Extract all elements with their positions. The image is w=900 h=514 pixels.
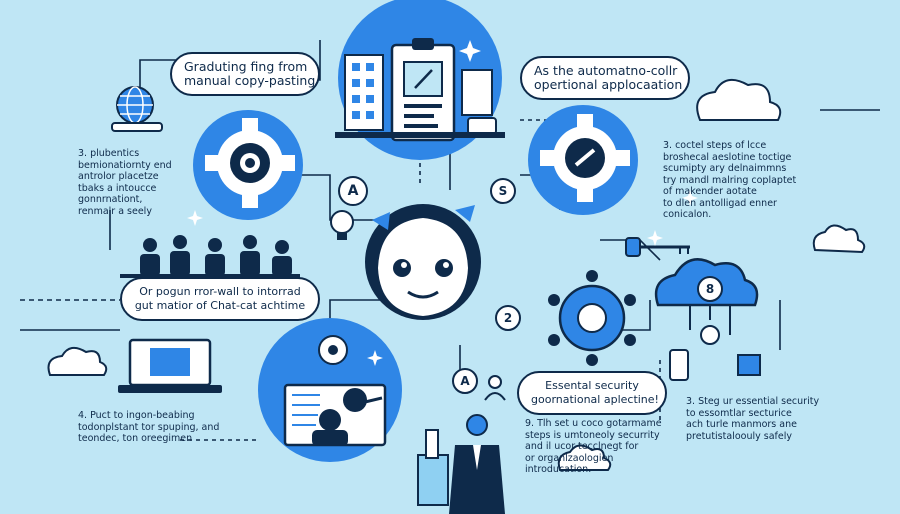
key-icon	[625, 237, 690, 257]
note-line: ach turle manmors ane	[686, 419, 797, 430]
robot-face-illustration	[365, 204, 481, 320]
number-badge-two: 2	[495, 305, 521, 331]
pill-operational-application: As the automatno-collr opertional apploc…	[520, 56, 690, 100]
note-line: 3. Steg ur essential security	[686, 396, 820, 407]
note-line: tbaks a intoucce	[78, 182, 157, 194]
note-line: and il ucor-tecclnegt for	[525, 441, 639, 452]
note-line: to dlen antolligad enner	[663, 197, 777, 209]
pill-line: Essental security	[545, 379, 639, 392]
note-line: gonnrnationt,	[78, 194, 143, 205]
pill-chat-automation: Or pogun rror-wall to intorrad gut matio…	[120, 277, 320, 321]
note-line: broshecal aeslotine toctige	[663, 151, 792, 163]
note-line: steps is umtoneoly securrity	[525, 429, 660, 441]
pill-line: goornational aplectine!	[531, 393, 659, 406]
pill-line: As the automatno-collr	[534, 63, 678, 78]
note-line: 3. plubentics	[78, 148, 140, 159]
note-line: 3. coctel steps of lcce	[663, 140, 767, 151]
note-left-step-3: 3. plubentics bemionatiornty end antrolo…	[78, 148, 172, 217]
note-line: teondec, ton oreegimen	[78, 433, 193, 444]
security-guard-illustration	[417, 414, 505, 514]
note-bottom-left: 4. Puct to ingon-beabing todonplstant to…	[78, 410, 219, 445]
pill-manual-copy-pasting: Graduting fing from manual copy-pasting	[170, 52, 320, 96]
left-gear-illustration	[193, 110, 303, 220]
workstation-illustration	[258, 318, 402, 462]
note-line: 4. Puct to ingon-beabing	[78, 410, 195, 421]
right-gear-illustration	[528, 105, 638, 215]
letter-badge-a-bottom: A	[452, 368, 478, 394]
note-line: pretutistaloouly safely	[686, 430, 792, 442]
note-bottom-right: 3. Steg ur essential security to essomtl…	[686, 396, 819, 442]
note-line: introducation.	[525, 464, 592, 475]
pill-line: gut matior of Chat-cat achtime	[134, 299, 306, 312]
note-bottom-center: 9. Tlh set u coco gotarmame steps is umt…	[525, 418, 662, 476]
pill-line: Graduting fing from	[184, 59, 308, 74]
note-line: antrolor placetze	[78, 171, 159, 182]
note-line: to essomtlar secturice	[686, 407, 792, 419]
note-line: of makender aotate	[663, 186, 757, 197]
phone-icon	[669, 349, 761, 381]
network-gear-illustration	[548, 270, 636, 366]
people-group-illustration	[120, 235, 300, 278]
note-line: conicalon.	[663, 209, 712, 220]
lightbulb-icon	[330, 210, 354, 240]
globe-icon	[111, 86, 163, 132]
note-line: or organlzaologien	[525, 452, 614, 464]
person-icon	[484, 375, 506, 401]
cloud-digit-badge: 8	[697, 276, 723, 302]
pill-line: Or pogun rror-wall to intorrad	[139, 285, 301, 298]
note-line: todonplstant tor spuping, and	[78, 421, 220, 433]
note-line: 9. Tlh set u coco gotarmame	[525, 418, 662, 429]
office-building-illustration	[335, 0, 505, 160]
pill-line: opertional applocaation	[534, 77, 683, 92]
cloud-icons	[47, 78, 866, 471]
note-line: scumipty ary delnaimmns	[663, 163, 787, 174]
pill-essential-security: Essental security goornational aplectine…	[517, 371, 667, 415]
pill-line: manual copy-pasting	[184, 73, 316, 88]
note-line: renmalr a seely	[78, 205, 152, 217]
laptop-illustration	[118, 338, 222, 393]
letter-badge-s-top: S	[490, 178, 516, 204]
letter-badge-a-top: A	[338, 176, 368, 206]
note-right-top: 3. coctel steps of lcce broshecal aeslot…	[663, 140, 796, 221]
note-line: try mandl malring coplaptet	[663, 174, 797, 186]
sparkle-decorations	[187, 40, 698, 366]
note-line: bemionatiornty end	[78, 159, 172, 171]
